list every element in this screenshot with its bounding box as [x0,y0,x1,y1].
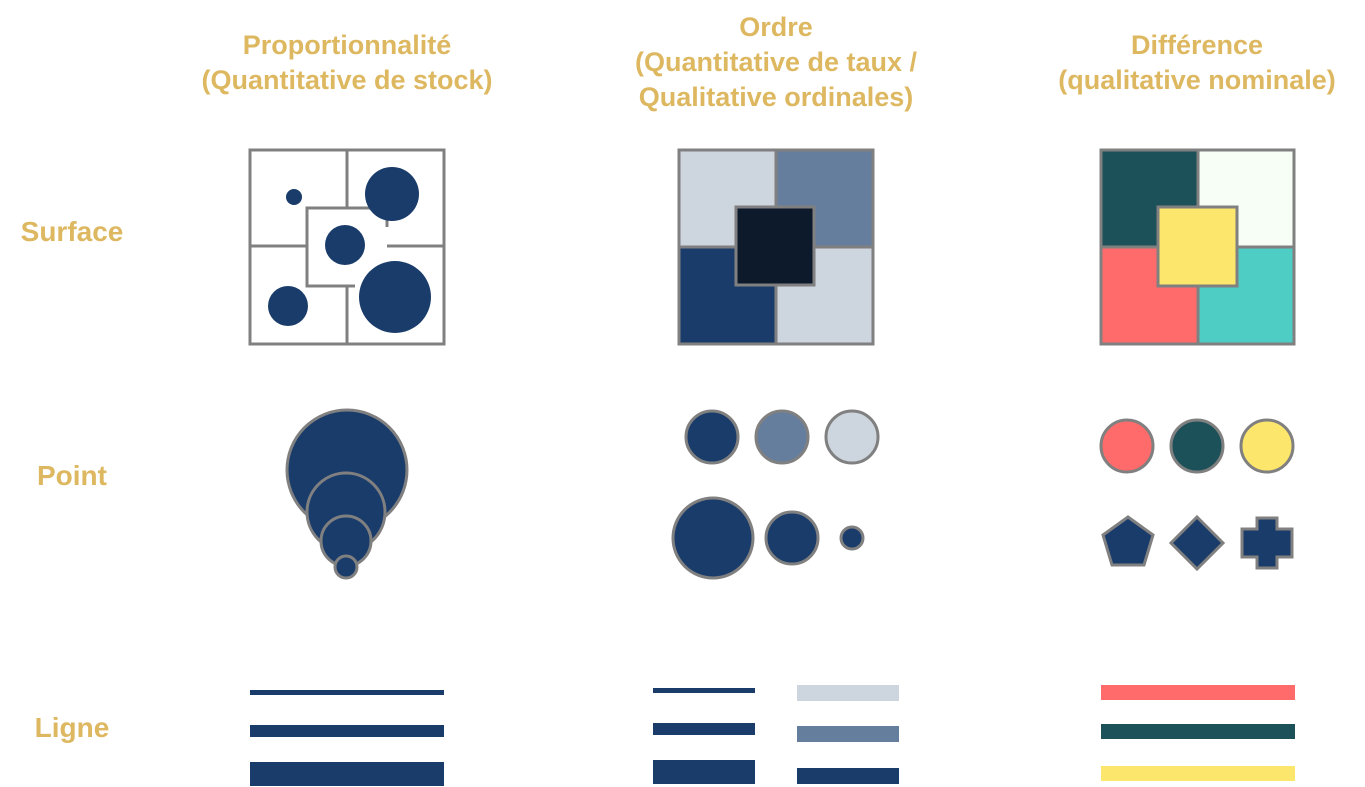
surface-proportion-circles [268,167,431,333]
column-heading-line: (Quantitative de stock) [201,65,493,95]
row-heading-surface: Surface [20,216,124,247]
line-width-sample [653,723,755,735]
size-circle [839,525,865,551]
value-circle [754,409,810,465]
column-heading-line: Proportionnalité [242,30,452,60]
row-heading-ligne: Ligne [34,712,110,743]
point-ordre-symbols [671,409,880,580]
point-difference-symbols [1099,418,1295,572]
choropleth-region [734,205,816,287]
line-value-sample [797,726,899,742]
line-width-sample [250,725,444,737]
line-width-sample [250,690,444,695]
surface-ordre-map [677,148,875,346]
proportional-circle [286,189,302,205]
line-category-sample [1101,724,1295,739]
line-value-sample [797,685,899,701]
proportional-circle [359,261,431,333]
column-heading-line: Différence [1130,30,1264,60]
cross-icon [1240,516,1294,570]
line-width-sample [653,688,755,693]
column-heading-line: Qualitative ordinales) [638,82,914,112]
line-difference-samples [1101,685,1295,781]
surface-difference-map [1099,148,1296,346]
surface-proportion-map [248,148,446,346]
nested-circle [333,554,359,580]
column-heading-line: (qualitative nominale) [1058,65,1336,95]
pentagon-icon [1101,515,1155,567]
proportional-circle [268,286,308,326]
category-circle [1239,418,1295,474]
proportional-circle [365,167,419,221]
proportional-circle [325,225,365,265]
category-region [1156,205,1239,288]
column-heading-proportionnalite: Proportionnalité (Quantitative de stock) [147,28,547,98]
column-heading-ordre: Ordre (Quantitative de taux / Qualitativ… [576,10,976,115]
map-outline [677,148,875,346]
map-outline [1099,148,1296,346]
column-heading-line: Ordre [739,12,813,42]
line-width-sample [653,760,755,784]
value-circle [824,409,880,465]
line-ordre-samples [653,685,899,784]
category-circle [1169,418,1225,474]
line-category-sample [1101,685,1295,700]
line-proportion-widths [250,690,444,786]
category-circle [1099,418,1155,474]
line-category-sample [1101,766,1295,781]
column-heading-difference: Différence (qualitative nominale) [997,28,1365,98]
line-value-sample [797,768,899,784]
size-circle [671,496,755,580]
point-proportion-nested [285,408,409,580]
diamond-icon [1168,514,1226,572]
row-heading-point: Point [37,460,107,491]
size-circle [764,510,820,566]
map-boundary [305,246,355,288]
line-width-sample [250,762,444,786]
column-heading-line: (Quantitative de taux / [634,47,918,77]
value-circle [684,409,740,465]
